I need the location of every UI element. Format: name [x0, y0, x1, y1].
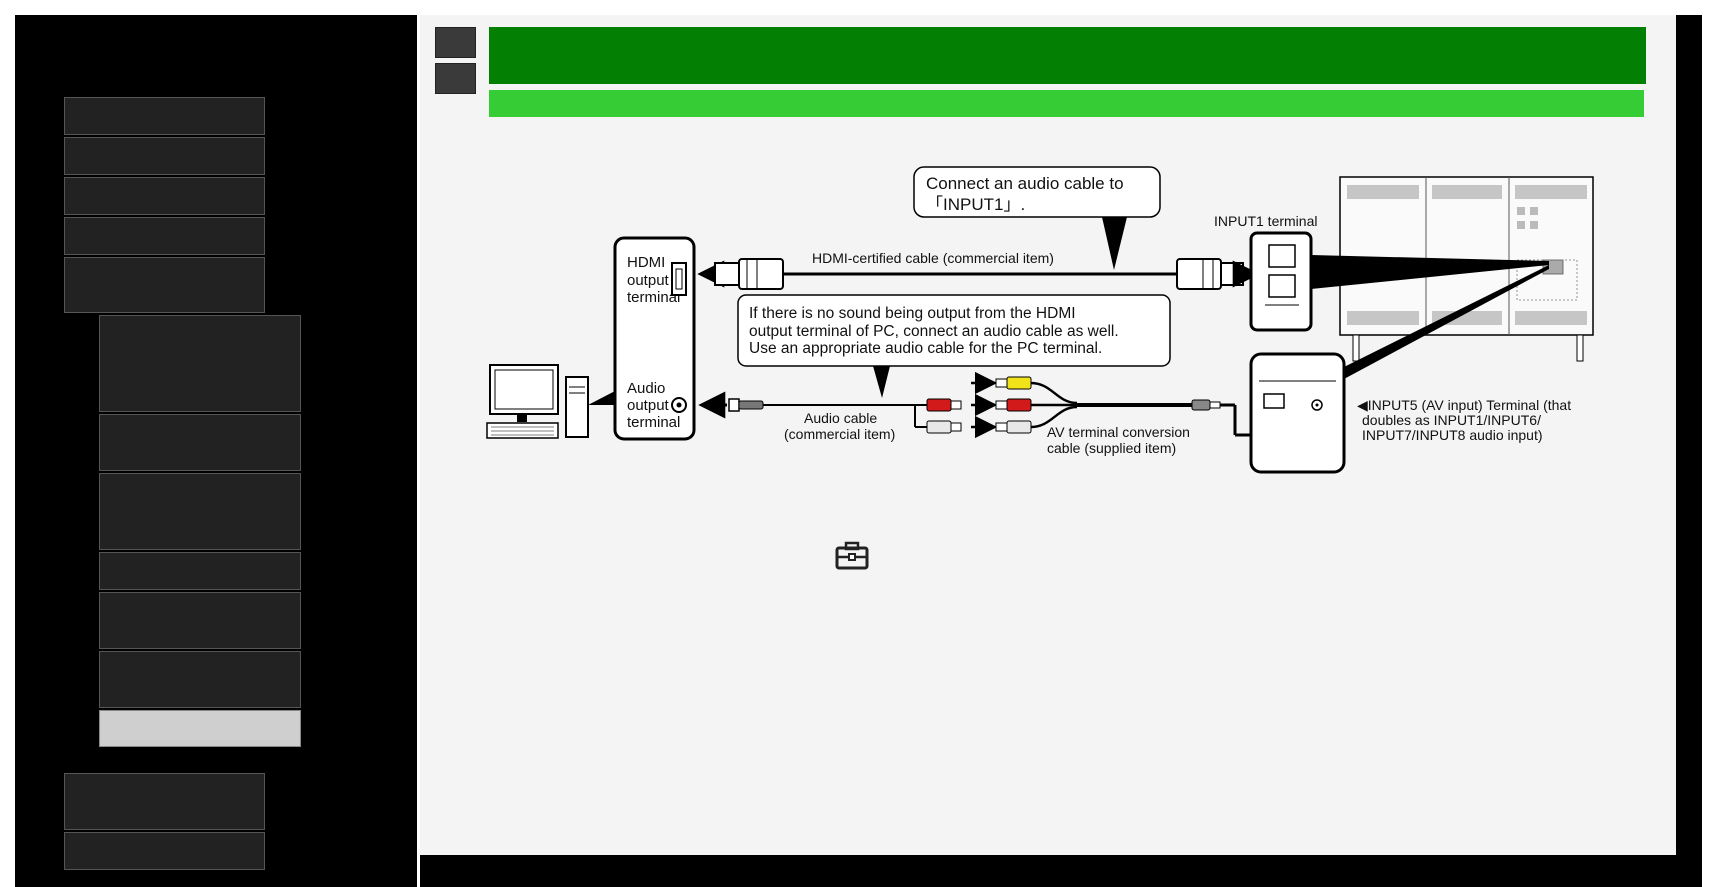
- sidebar-subitem-4[interactable]: [99, 552, 301, 590]
- audio-cable-label-2: (commercial item): [784, 426, 895, 442]
- av-conversion-label-1: AV terminal conversion: [1047, 424, 1190, 440]
- input1-terminal-panel: [1249, 231, 1313, 332]
- tv-rear-illustration: [1311, 176, 1594, 379]
- hdmi-cable: [697, 258, 1260, 290]
- sidebar-subitem-6[interactable]: [99, 651, 301, 708]
- sidebar-subitem-3[interactable]: [99, 473, 301, 550]
- sidebar-subitem-5[interactable]: [99, 592, 301, 649]
- red-plug: [926, 398, 952, 412]
- right-border: [1676, 15, 1702, 887]
- callout-no-sound-line-1: If there is no sound being output from t…: [749, 305, 1076, 322]
- bottom-border: [420, 855, 1702, 887]
- callout-no-sound-line-2: output terminal of PC, connect an audio …: [749, 323, 1119, 340]
- sidebar-item-6[interactable]: [64, 773, 265, 830]
- av-conversion-label-2: cable (supplied item): [1047, 440, 1176, 456]
- callout-no-sound-line-3: Use an appropriate audio cable for the P…: [749, 340, 1102, 357]
- white-plug: [926, 420, 952, 434]
- input5-terminal-panel: [1249, 352, 1346, 474]
- audio-cable-label-1: Audio cable: [804, 410, 877, 426]
- sidebar-item-7[interactable]: [64, 832, 265, 870]
- callout-connect: Connect an audio cable to 「INPUT1」.: [913, 166, 1161, 270]
- pc-audio-label-3: terminal: [627, 414, 680, 431]
- callout-no-sound: If there is no sound being output from t…: [737, 294, 1171, 398]
- callout-connect-line-1: Connect an audio cable to: [926, 174, 1124, 193]
- input5-label-1: ◀INPUT5 (AV input) Terminal (that: [1357, 397, 1571, 413]
- sidebar: [15, 15, 417, 887]
- input1-terminal-label: INPUT1 terminal: [1214, 213, 1317, 229]
- sidebar-item-1[interactable]: [64, 97, 265, 135]
- nav-square-button-top[interactable]: [435, 27, 476, 58]
- pc-audio-label-1: Audio: [627, 380, 665, 397]
- sidebar-item-4[interactable]: [64, 217, 265, 255]
- toolbox-icon: [835, 541, 869, 570]
- audio-cable: [698, 371, 998, 439]
- sidebar-subitem-2[interactable]: [99, 414, 301, 471]
- pc-icon: [486, 364, 589, 439]
- pc-audio-label-2: output: [627, 397, 670, 414]
- input5-label-2: doubles as INPUT1/INPUT6/: [1362, 412, 1541, 428]
- callout-connect-line-2: 「INPUT1」.: [926, 195, 1025, 214]
- pc-hdmi-label-3: terminal: [627, 289, 680, 306]
- connection-diagram: HDMI output terminal Audio output termin…: [486, 166, 1594, 474]
- sidebar-item-3[interactable]: [64, 177, 265, 215]
- pc-hdmi-label-1: HDMI: [627, 254, 665, 271]
- sidebar-item-2[interactable]: [64, 137, 265, 175]
- page-title-banner: [489, 27, 1646, 84]
- input5-label-3: INPUT7/INPUT8 audio input): [1362, 427, 1543, 443]
- hdmi-cable-label: HDMI-certified cable (commercial item): [812, 250, 1054, 266]
- pc-panel-pointer: [588, 390, 617, 405]
- sidebar-item-5[interactable]: [64, 257, 265, 313]
- nav-square-button-bottom[interactable]: [435, 63, 476, 94]
- sidebar-subitem-1[interactable]: [99, 315, 301, 412]
- sidebar-subitem-active[interactable]: [99, 710, 301, 747]
- page-subtitle-banner: [489, 90, 1644, 117]
- pc-hdmi-label-2: output: [627, 272, 670, 289]
